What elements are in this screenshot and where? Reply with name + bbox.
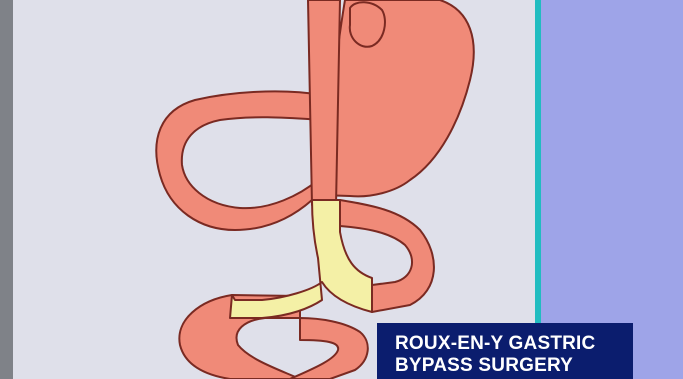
caption-line-2: BYPASS SURGERY [395,355,633,377]
caption-line-1: ROUX-EN-Y GASTRIC [395,333,633,355]
caption-box: ROUX-EN-Y GASTRIC BYPASS SURGERY [377,323,633,379]
roux-limb-vertical [308,0,340,205]
gastric-pouch [350,2,385,47]
left-border [0,0,13,379]
